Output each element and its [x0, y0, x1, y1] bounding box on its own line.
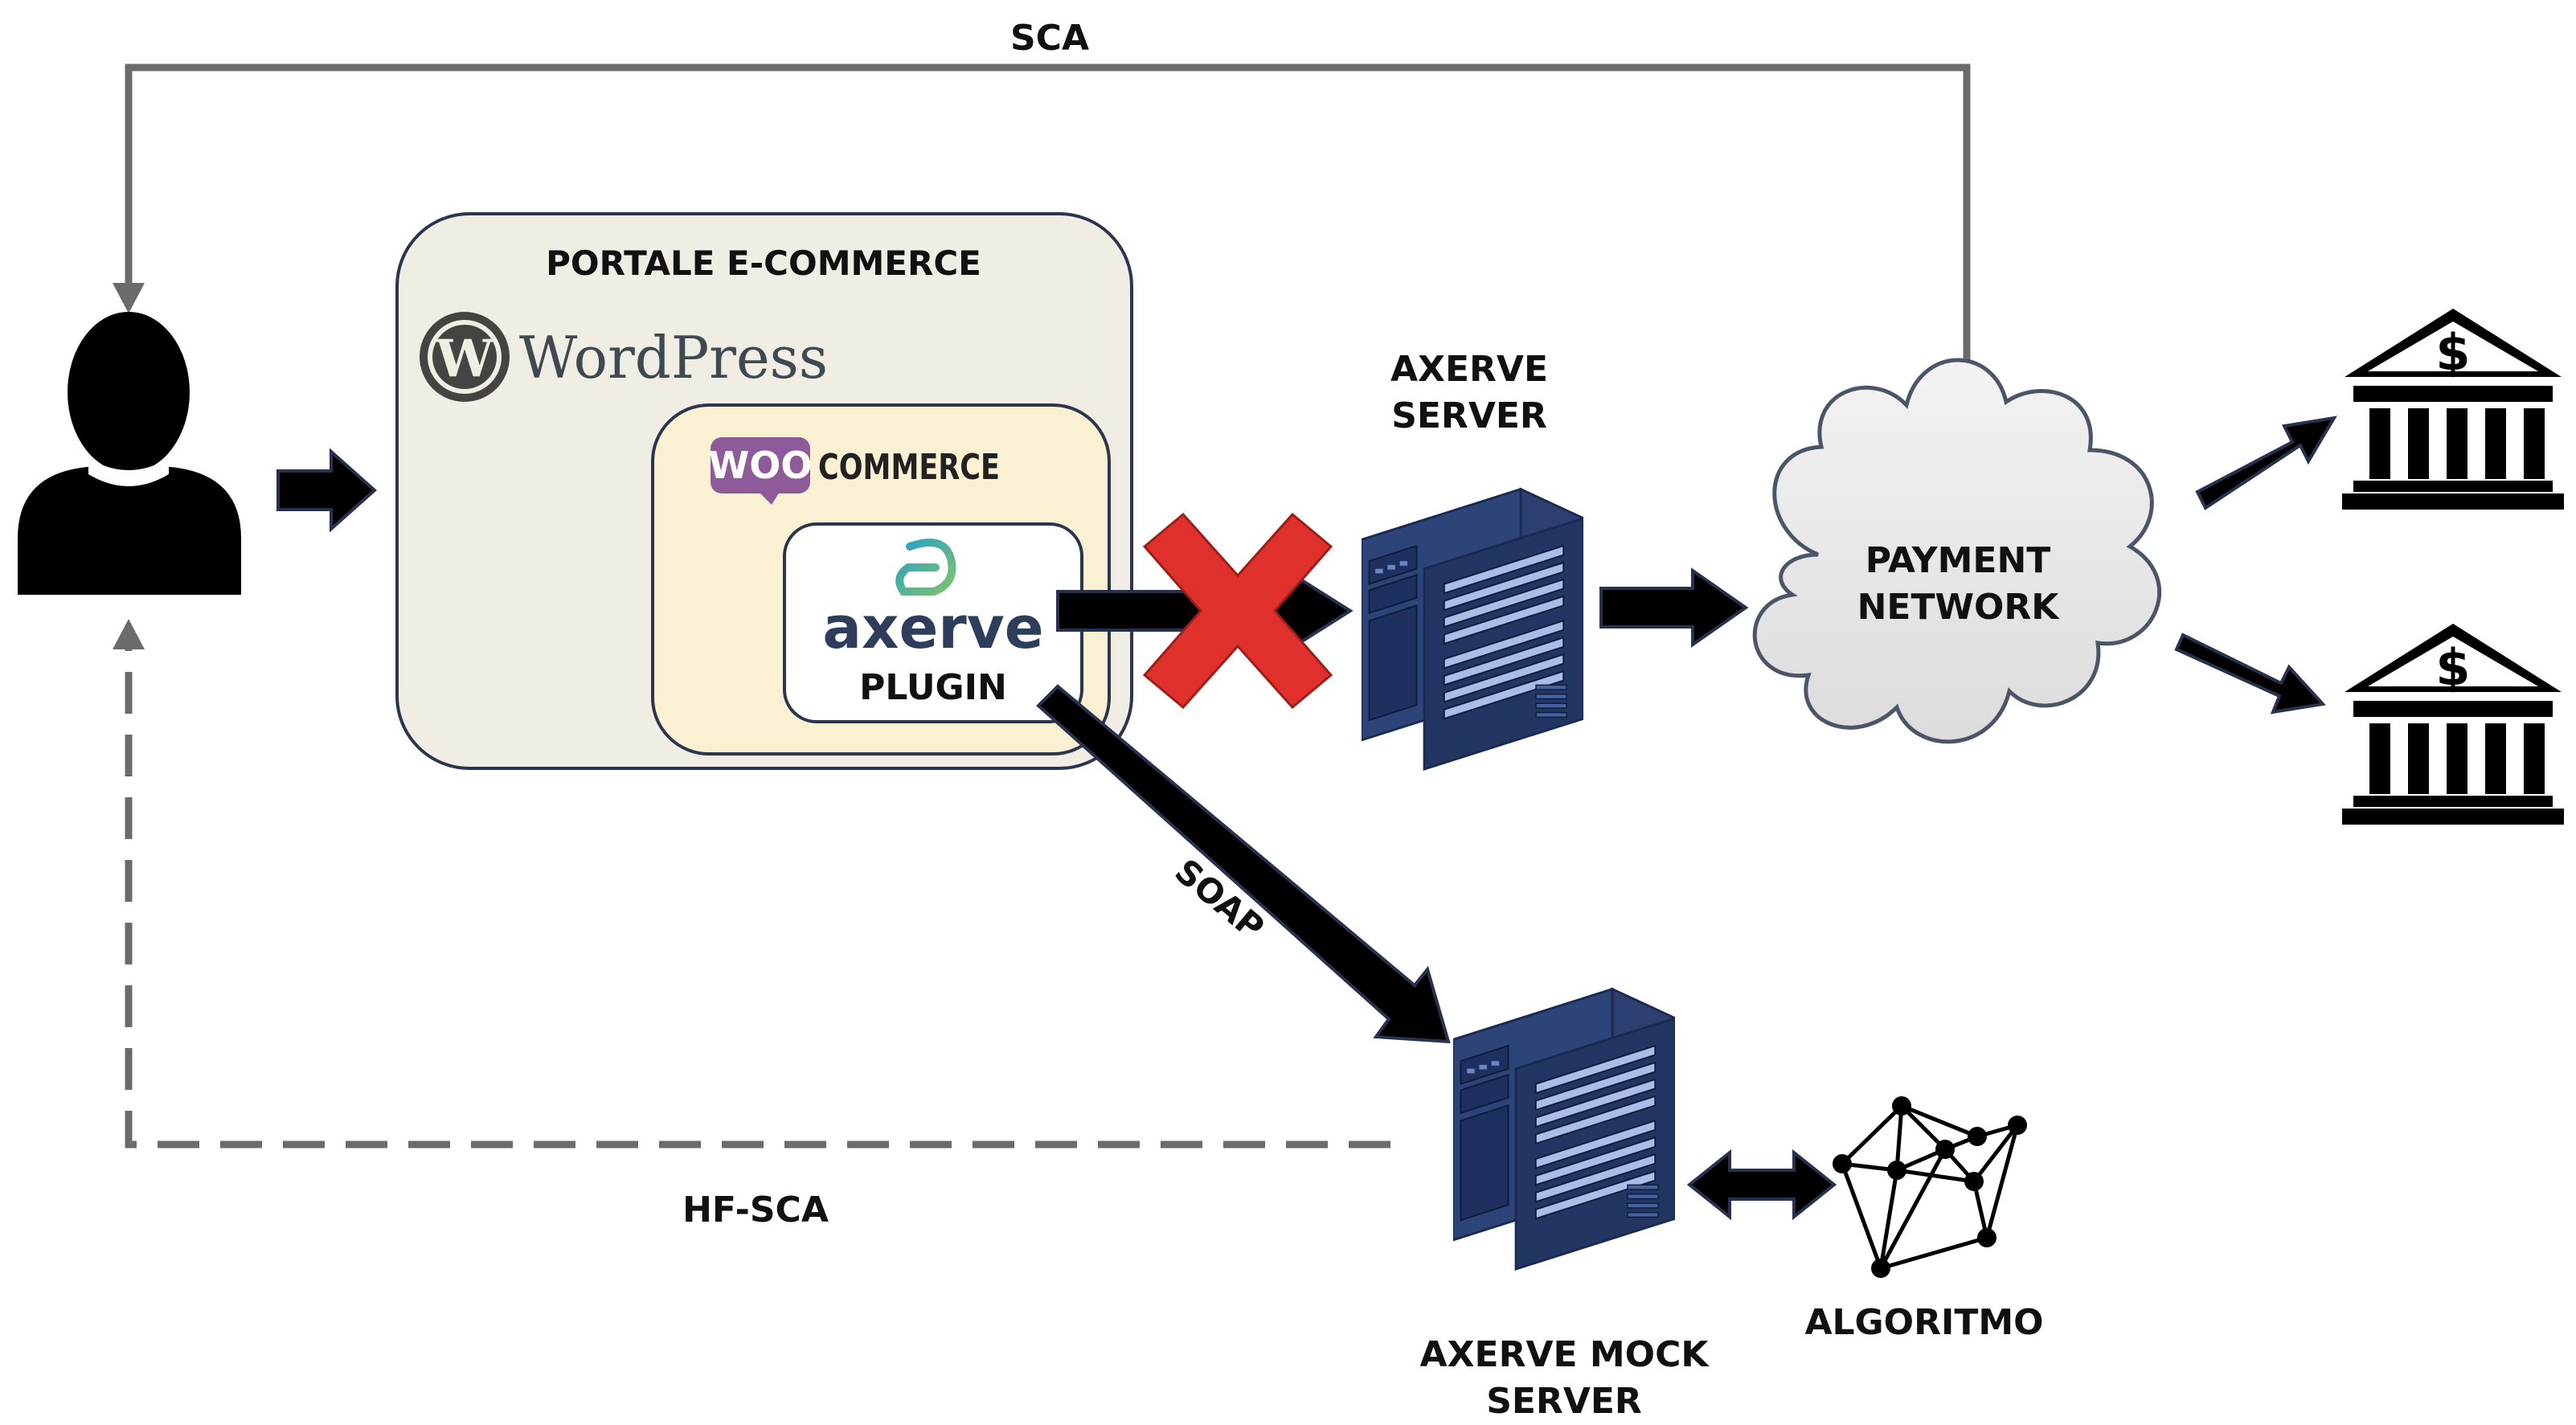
- woo-badge-text: WOO: [709, 444, 813, 487]
- hf-sca-arrowhead-icon: [113, 619, 145, 649]
- wordpress-logo-icon: W: [420, 312, 510, 402]
- sca-arrowhead-icon: [113, 283, 145, 313]
- network-to-bank-top-arrow: [2195, 416, 2337, 510]
- user-to-portal-arrow: [276, 448, 378, 533]
- axerve-mock-server-icon: [1453, 988, 1675, 1271]
- commerce-wordmark: COMMERCE: [818, 447, 1000, 488]
- algoritmo-label: ALGORITMO: [1804, 1302, 2043, 1343]
- payment-network-label-line1: PAYMENT: [1865, 540, 2051, 581]
- wordpress-wordmark: WordPress: [519, 324, 828, 391]
- network-graph-nodes: [1833, 1096, 2027, 1278]
- woocommerce-logo-icon: WOO: [709, 437, 813, 505]
- wordpress-logo: W WordPress: [420, 312, 828, 402]
- axerve-server-label-line2: SERVER: [1391, 395, 1547, 436]
- mock-server-algoritmo-double-arrow: [1686, 1149, 1837, 1221]
- woocommerce-logo: WOO COMMERCE: [709, 437, 1000, 505]
- user-icon: [18, 312, 241, 595]
- mock-server-label-line1: AXERVE MOCK: [1420, 1334, 1710, 1375]
- axerve-wordmark: axerve: [822, 594, 1043, 661]
- sca-connector: [113, 63, 1971, 418]
- axerve-logo-icon: [895, 538, 956, 596]
- server-to-network-arrow: [1599, 567, 1749, 648]
- hf-sca-label: HF-SCA: [682, 1190, 829, 1230]
- payment-network-label-line2: NETWORK: [1857, 587, 2061, 628]
- axerve-server-icon: [1362, 488, 1583, 771]
- plugin-label: PLUGIN: [859, 667, 1007, 708]
- mock-server-label-line2: SERVER: [1486, 1381, 1642, 1422]
- bank-dollar-icon: [2342, 624, 2564, 825]
- svg-text:W: W: [435, 329, 494, 389]
- red-x-icon: [1142, 512, 1333, 710]
- cloud-icon: [1752, 358, 2162, 744]
- sca-label: SCA: [1010, 18, 1089, 59]
- portale-title: PORTALE E-COMMERCE: [546, 244, 981, 283]
- hf-sca-connector: [113, 619, 1390, 1149]
- bank-dollar-icon: [2342, 309, 2564, 510]
- axerve-server-label-line1: AXERVE: [1390, 349, 1548, 390]
- plugin-to-mock-server-arrow: [1036, 684, 1451, 1044]
- network-graph-icon: [1840, 1104, 2020, 1271]
- network-to-bank-bottom-arrow: [2174, 633, 2326, 715]
